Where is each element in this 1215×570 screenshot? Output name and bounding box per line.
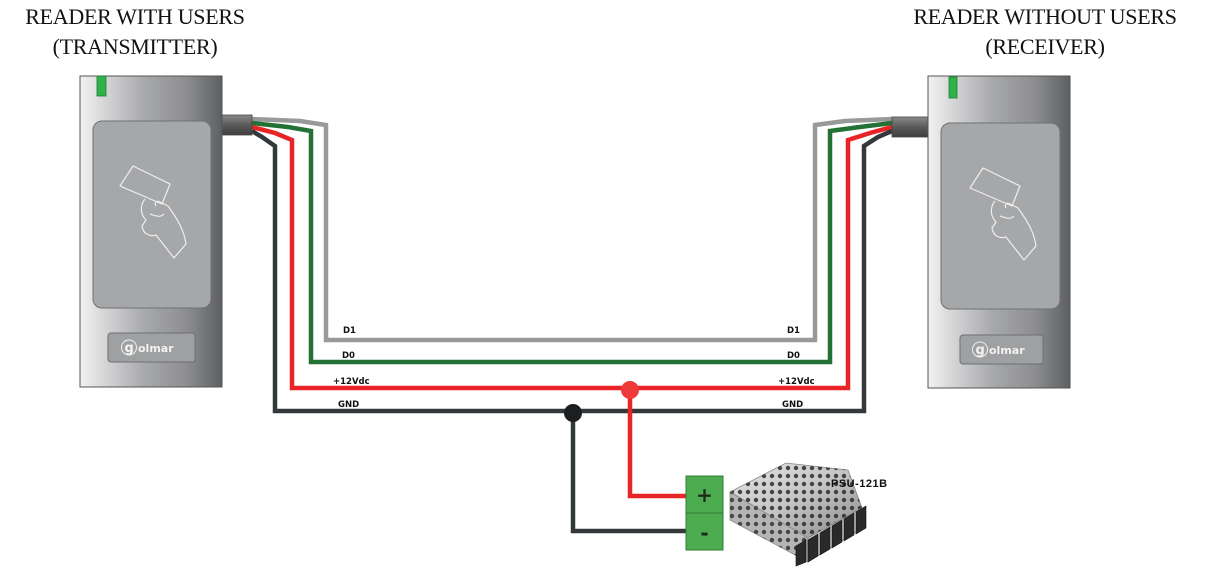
title-transmitter: READER WITH USERS (TRANSMITTER): [0, 2, 270, 62]
label-d1-right: D1: [787, 326, 800, 336]
wire-d1: [251, 116, 893, 343]
title-receiver: READER WITHOUT USERS (RECEIVER): [880, 2, 1210, 62]
psu-terminal-block: + -: [685, 475, 724, 551]
brand-logo-g-right: g: [976, 343, 985, 358]
title-receiver-line2: (RECEIVER): [985, 34, 1105, 59]
wire-gnd: [250, 128, 893, 414]
label-d0-right: D0: [787, 351, 800, 361]
wire-d0: [251, 120, 893, 365]
card-hand-icon: [119, 165, 187, 259]
power-supply-unit: PSU-121B: [729, 462, 888, 567]
card-hand-icon: [969, 167, 1037, 261]
label-d0-left: D0: [342, 351, 355, 361]
title-transmitter-line2: (TRANSMITTER): [52, 34, 218, 59]
psu-screw-terminals: [795, 505, 867, 567]
terminal-plus-label: +: [696, 483, 713, 507]
brand-logo-ring-left: [121, 339, 137, 356]
junction-12vdc: [621, 381, 639, 399]
brand-logo-g-left: g: [125, 341, 134, 356]
led-indicator-left: [96, 75, 107, 97]
label-d1-left: D1: [343, 326, 356, 336]
title-transmitter-line1: READER WITH USERS: [25, 4, 245, 29]
brand-logo-ring-right: [972, 341, 988, 358]
psu-vent-holes: [730, 463, 862, 538]
brand-name-left: olmar: [138, 342, 174, 355]
led-indicator-right: [948, 76, 958, 99]
label-gnd-left: GND: [338, 400, 359, 410]
label-12vdc-left: +12Vdc: [333, 377, 370, 387]
title-receiver-line1: READER WITHOUT USERS: [913, 4, 1177, 29]
reader-receiver: g olmar: [891, 75, 1071, 389]
wire-12vdc: [251, 124, 893, 391]
reader-transmitter: g olmar: [79, 75, 253, 388]
terminal-minus: [685, 512, 724, 551]
psu-model-label: PSU-121B: [831, 478, 888, 490]
wire-12vdc-to-psu: [627, 390, 688, 499]
terminal-minus-label: -: [700, 521, 708, 545]
wire-gnd-to-psu: [570, 413, 688, 534]
junction-gnd: [564, 404, 582, 422]
psu-front-vents: [730, 492, 808, 562]
brand-name-right: olmar: [989, 344, 1025, 357]
cable-gland-right: [891, 116, 929, 138]
cable-gland-left: [221, 114, 253, 136]
terminal-plus: [685, 475, 724, 514]
label-gnd-right: GND: [782, 400, 803, 410]
label-12vdc-right: +12Vdc: [778, 377, 815, 387]
